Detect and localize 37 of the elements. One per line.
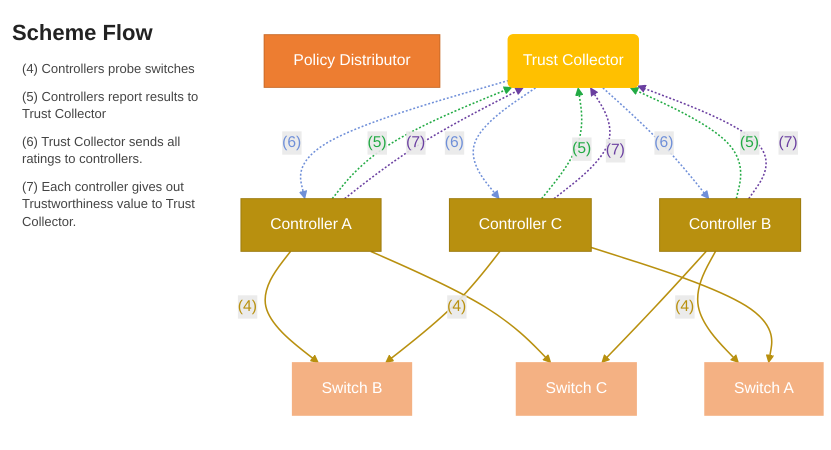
node-box: Policy Distributor — [264, 34, 440, 88]
node-box: Switch A — [704, 362, 824, 416]
edge-label: (6) — [282, 134, 302, 151]
arrow — [264, 250, 319, 363]
step-note: (6) Trust Collector sends all ratings to controllers. — [22, 132, 182, 168]
node-box: Controller A — [240, 198, 382, 252]
arrow — [298, 80, 509, 200]
edge-label: (7) — [778, 134, 798, 151]
arrow — [638, 84, 767, 200]
edge-label: (6) — [444, 134, 464, 151]
arrow — [591, 246, 774, 363]
edge-label: (7) — [406, 134, 426, 151]
arrow — [541, 87, 584, 200]
arrow — [696, 250, 739, 363]
edge-label: (7) — [606, 142, 625, 159]
step-note: (4) Controllers probe switches — [22, 60, 196, 78]
edge-label: (4) — [447, 298, 466, 315]
edge-label: (5) — [740, 134, 759, 151]
step-note: (7) Each controller gives out Trustworthiness value to Trust Collector. — [22, 178, 196, 230]
edge-label: (5) — [368, 134, 387, 151]
arrow — [472, 87, 536, 200]
arrow — [554, 87, 611, 200]
step-note: (5) Controllers report results to Trust Collector — [22, 88, 200, 123]
arrow — [385, 250, 500, 363]
arrow — [370, 250, 552, 363]
diagram-title: Scheme Flow — [12, 20, 154, 46]
node-box: Controller C — [448, 198, 592, 252]
node-box: Switch C — [516, 362, 637, 416]
edge-label: (6) — [654, 134, 674, 151]
arrow — [630, 87, 742, 199]
node-box: Controller B — [659, 198, 802, 252]
arrow — [602, 87, 710, 200]
edge-label: (5) — [572, 140, 592, 157]
edge-label: (4) — [238, 298, 257, 315]
node-box: Switch B — [292, 362, 412, 416]
edge-label: (4) — [675, 298, 694, 315]
arrow — [601, 250, 707, 363]
